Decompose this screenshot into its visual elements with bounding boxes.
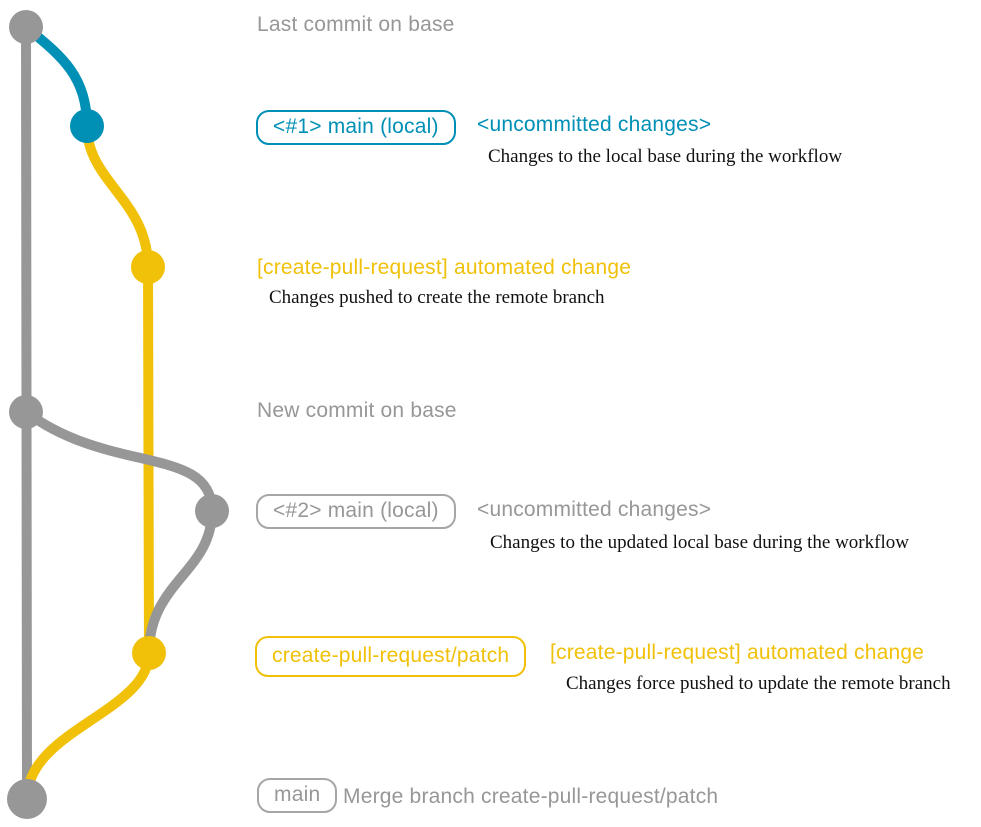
note-automated-change-1: Changes pushed to create the remote bran… bbox=[269, 287, 605, 308]
annotation-automated-change-2: [create-pull-request] automated change bbox=[550, 641, 925, 664]
annotation-merge: Merge branch create-pull-request/patch bbox=[343, 785, 719, 808]
commit-dot-merge bbox=[7, 779, 47, 819]
commit-dot-pr-1 bbox=[131, 250, 165, 284]
annotation-last-commit: Last commit on base bbox=[257, 13, 455, 36]
badge-create-pull-request-patch: create-pull-request/patch bbox=[255, 636, 527, 677]
annotation-uncommitted-changes-2: <uncommitted changes> bbox=[477, 498, 712, 521]
commit-dot-local-1 bbox=[70, 109, 104, 143]
annotation-new-commit: New commit on base bbox=[257, 399, 457, 422]
badge-main-local-2: <#2> main (local) bbox=[256, 494, 456, 529]
merge-curve bbox=[22, 648, 154, 804]
commit-dot-base-2 bbox=[9, 395, 43, 429]
note-uncommitted-changes-2: Changes to the updated local base during… bbox=[490, 532, 909, 553]
annotation-uncommitted-changes-1: <uncommitted changes> bbox=[477, 113, 712, 136]
base-update-in-curve bbox=[144, 506, 217, 658]
pr-branch-start-curve bbox=[82, 121, 153, 272]
commit-dot-base-1 bbox=[9, 10, 43, 44]
note-uncommitted-changes-1: Changes to the local base during the wor… bbox=[488, 146, 843, 167]
local-branch-curve bbox=[21, 22, 92, 131]
commit-dot-local-2 bbox=[195, 494, 229, 528]
annotation-automated-change-1: [create-pull-request] automated change bbox=[257, 256, 632, 279]
badge-main: main bbox=[257, 778, 338, 813]
commit-dot-pr-2 bbox=[132, 636, 166, 670]
base-update-out-curve bbox=[21, 407, 217, 516]
note-automated-change-2: Changes force pushed to update the remot… bbox=[566, 673, 951, 694]
badge-main-local-1: <#1> main (local) bbox=[256, 110, 456, 145]
